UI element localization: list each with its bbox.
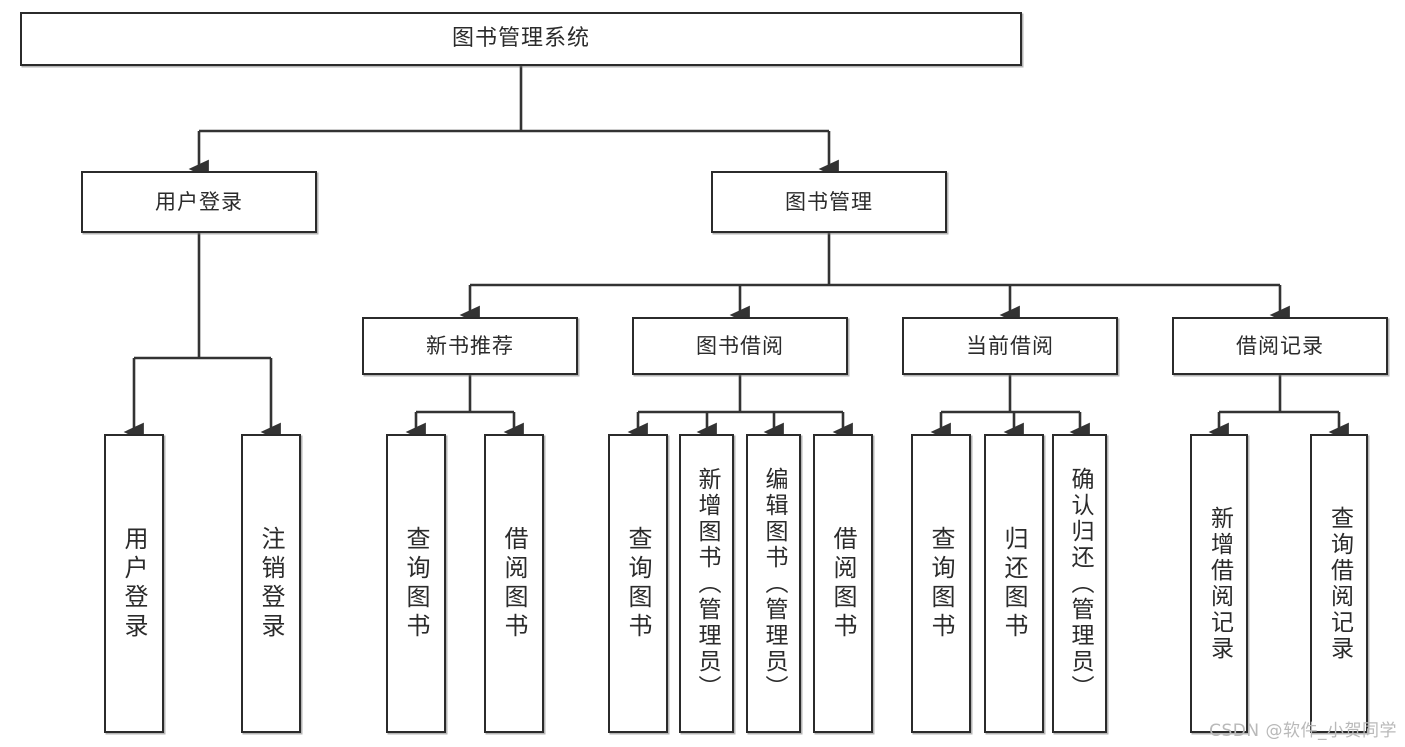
node-leaf-add-borrow-record[interactable]: 新增借阅记录 — [1190, 434, 1248, 733]
node-leaf-borrow-book-recommend[interactable]: 借阅图书 — [484, 434, 544, 733]
node-label: 归还图书 — [1000, 525, 1028, 642]
node-new-book-recommend[interactable]: 新书推荐 — [362, 317, 578, 375]
node-label: 查询图书 — [927, 525, 955, 642]
node-label: 查询图书 — [624, 525, 652, 642]
node-root-book-management-system[interactable]: 图书管理系统 — [20, 12, 1022, 66]
node-label: 新书推荐 — [426, 333, 514, 358]
node-label: 图书管理系统 — [451, 26, 590, 52]
node-label: 用户登录 — [155, 189, 243, 214]
node-label: 图书管理 — [785, 189, 873, 214]
node-leaf-query-borrow-record[interactable]: 查询借阅记录 — [1310, 434, 1368, 733]
node-label: 借阅图书 — [829, 525, 857, 642]
node-leaf-add-book[interactable]: 新增图书（管理员） — [679, 434, 734, 733]
node-book-management[interactable]: 图书管理 — [711, 171, 947, 233]
node-label: 借阅图书 — [500, 525, 528, 642]
node-current-borrow[interactable]: 当前借阅 — [902, 317, 1118, 375]
node-leaf-user-login[interactable]: 用户登录 — [104, 434, 164, 733]
node-label: 查询借阅记录 — [1326, 505, 1353, 662]
node-leaf-query-book-current[interactable]: 查询图书 — [911, 434, 971, 733]
node-leaf-confirm-return[interactable]: 确认归还（管理员） — [1052, 434, 1107, 733]
node-label: 编辑图书（管理员） — [761, 466, 787, 701]
csdn-watermark: CSDN @软件_小贺同学 — [1209, 721, 1397, 741]
node-label: 当前借阅 — [966, 333, 1054, 358]
node-label: 图书借阅 — [696, 333, 784, 358]
node-leaf-return-book[interactable]: 归还图书 — [984, 434, 1044, 733]
node-label: 注销登录 — [257, 525, 285, 642]
node-leaf-logout[interactable]: 注销登录 — [241, 434, 301, 733]
node-leaf-query-book-recommend[interactable]: 查询图书 — [386, 434, 446, 733]
node-label: 新增图书（管理员） — [694, 466, 720, 701]
node-book-borrow[interactable]: 图书借阅 — [632, 317, 848, 375]
node-label: 用户登录 — [120, 525, 148, 642]
node-borrow-record[interactable]: 借阅记录 — [1172, 317, 1388, 375]
node-leaf-edit-book[interactable]: 编辑图书（管理员） — [746, 434, 801, 733]
node-label: 新增借阅记录 — [1206, 505, 1233, 662]
node-user-login[interactable]: 用户登录 — [81, 171, 317, 233]
node-label: 查询图书 — [402, 525, 430, 642]
node-leaf-borrow-book[interactable]: 借阅图书 — [813, 434, 873, 733]
node-label: 借阅记录 — [1236, 333, 1324, 358]
node-leaf-query-book-borrow[interactable]: 查询图书 — [608, 434, 668, 733]
node-label: 确认归还（管理员） — [1067, 466, 1093, 701]
